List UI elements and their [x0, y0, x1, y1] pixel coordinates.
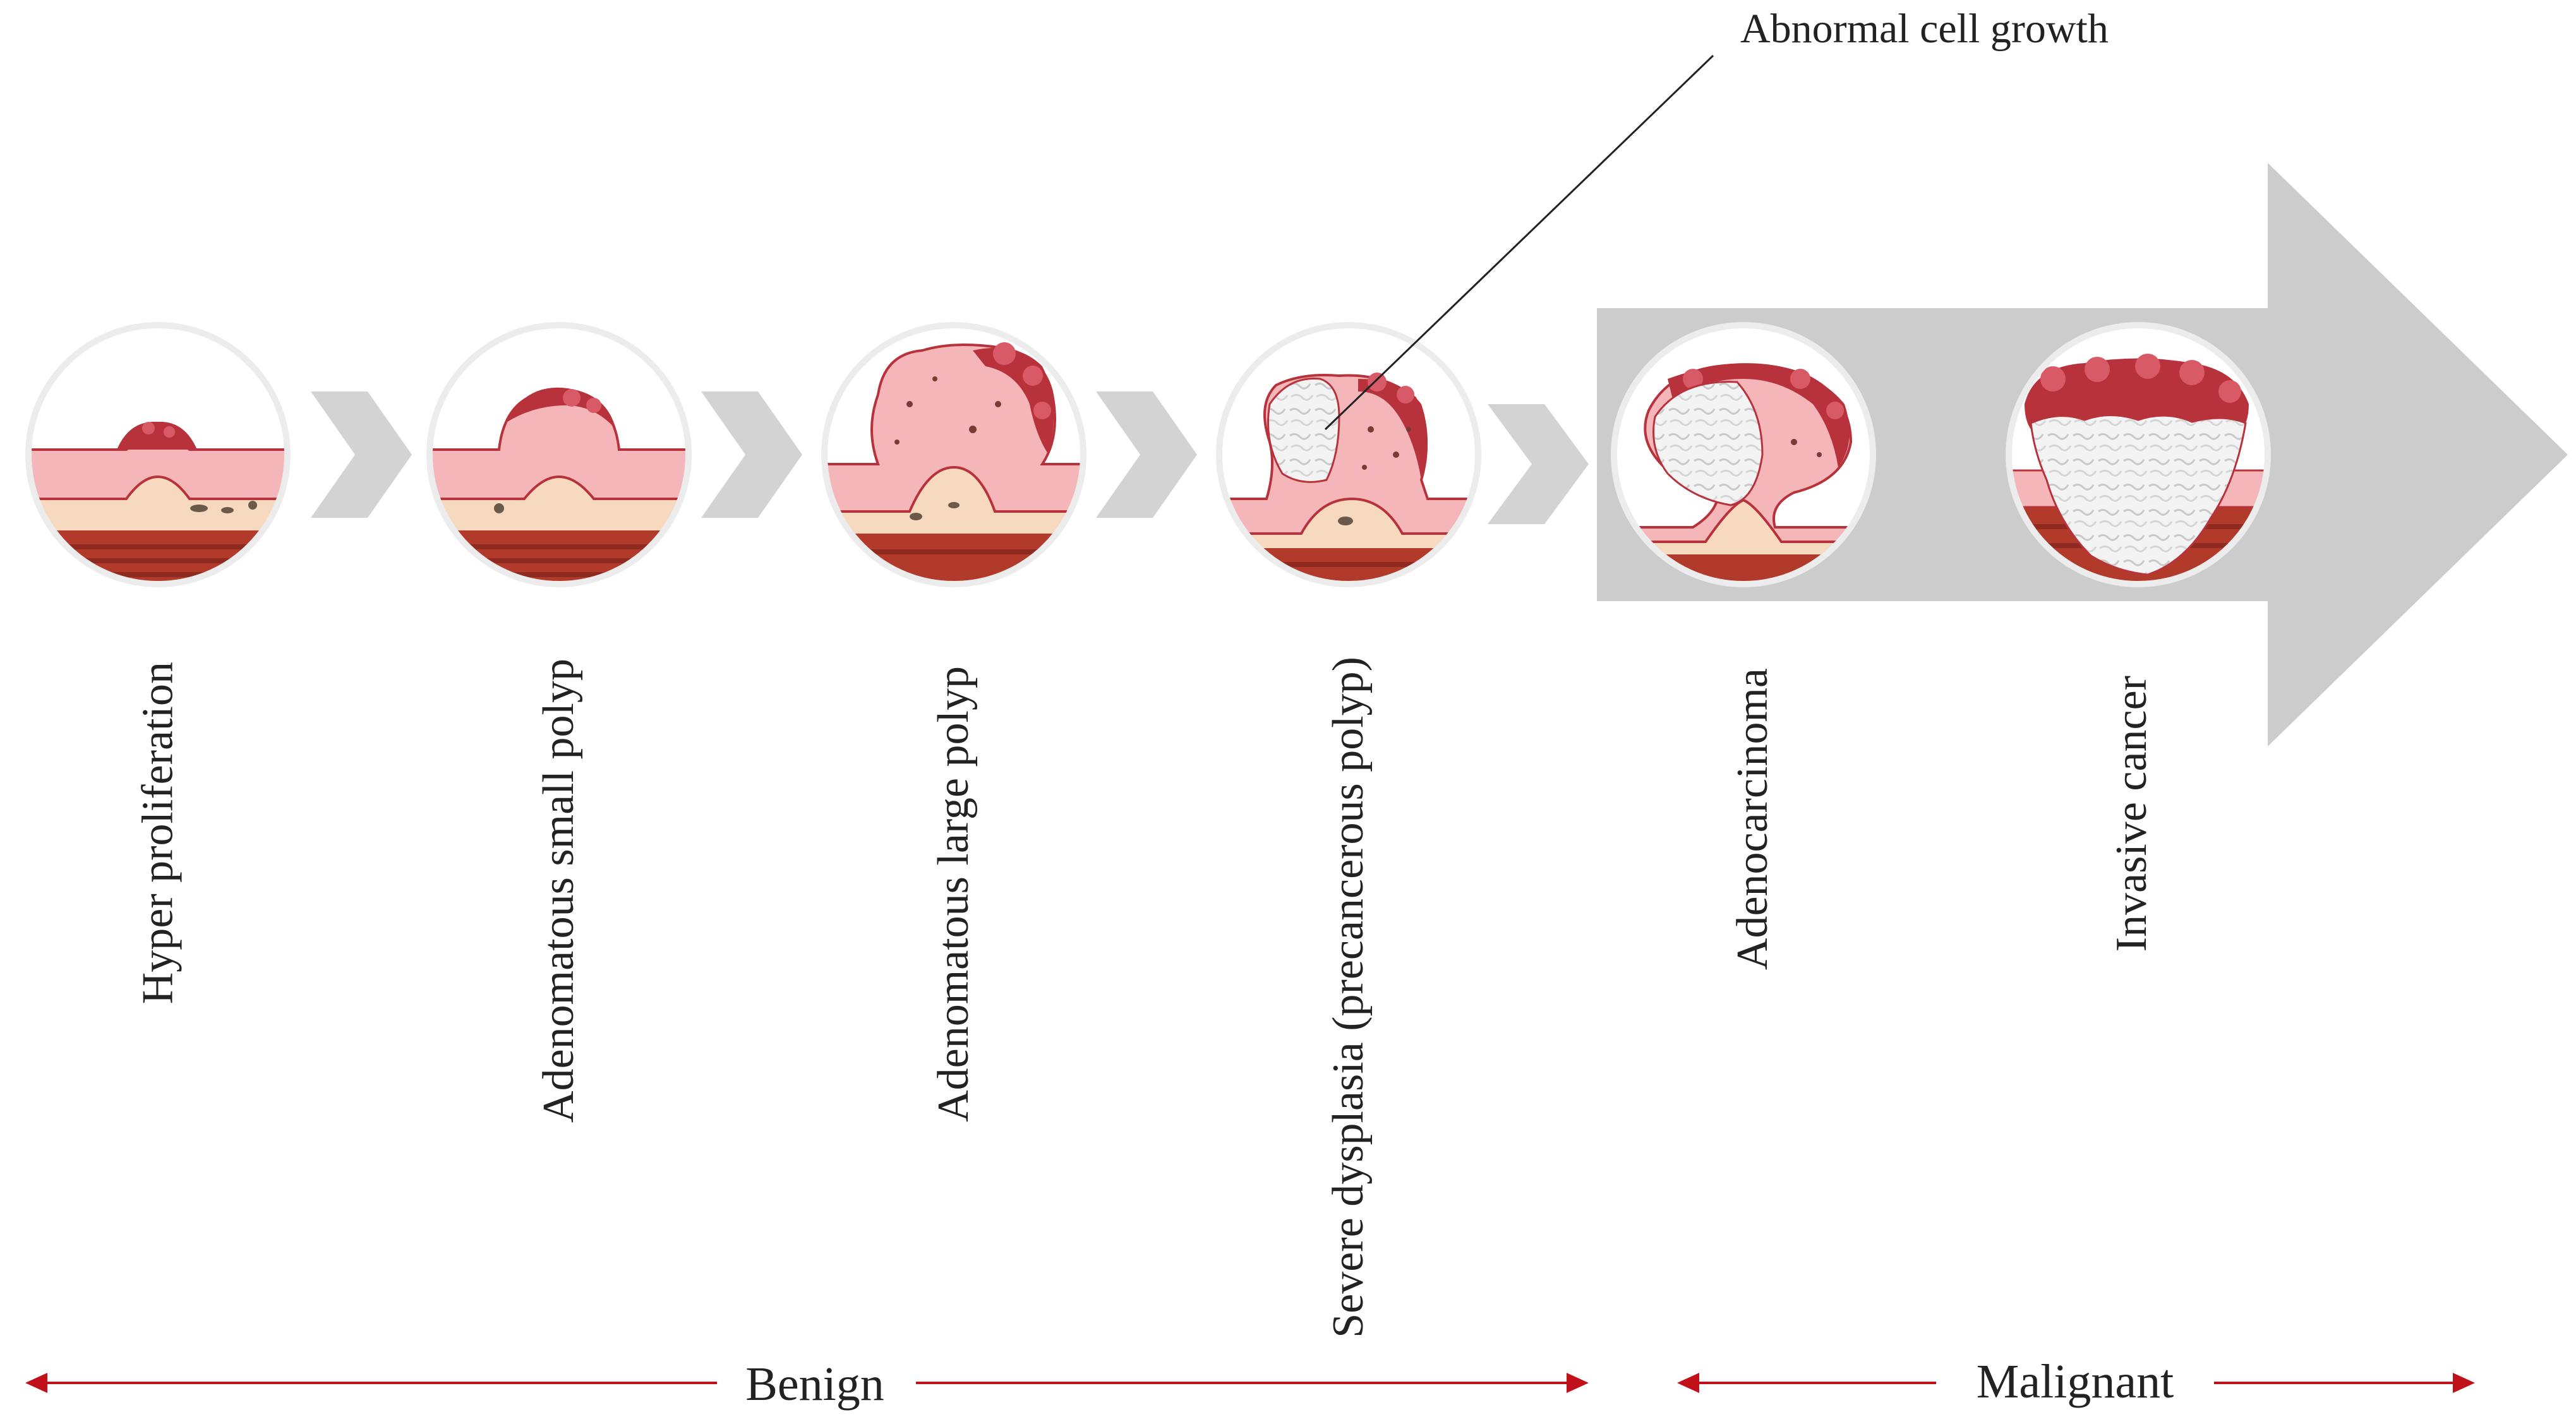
chevron-icon [1096, 392, 1197, 518]
malignant-range-arrow [1677, 1373, 2475, 1393]
benign-label: Benign [745, 1358, 884, 1411]
chevron-icon [701, 392, 802, 518]
malignant-label: Malignant [1976, 1355, 2174, 1408]
chevron-icon [311, 392, 412, 518]
large-polyp-illustration [821, 322, 1086, 587]
callout-leader-line [1324, 54, 1714, 431]
invasive-cancer-illustration [2006, 322, 2271, 587]
callout-label: Abnormal cell growth [1740, 6, 2109, 52]
chevron-icon [1488, 404, 1589, 524]
severe-dysplasia-illustration [1216, 322, 1481, 587]
adenocarcinoma-illustration [1611, 322, 1876, 587]
benign-range-arrow [25, 1373, 1589, 1393]
hyper-proliferation-illustration [25, 322, 291, 587]
stage-chevrons [311, 392, 1589, 524]
small-polyp-illustration [426, 322, 692, 587]
